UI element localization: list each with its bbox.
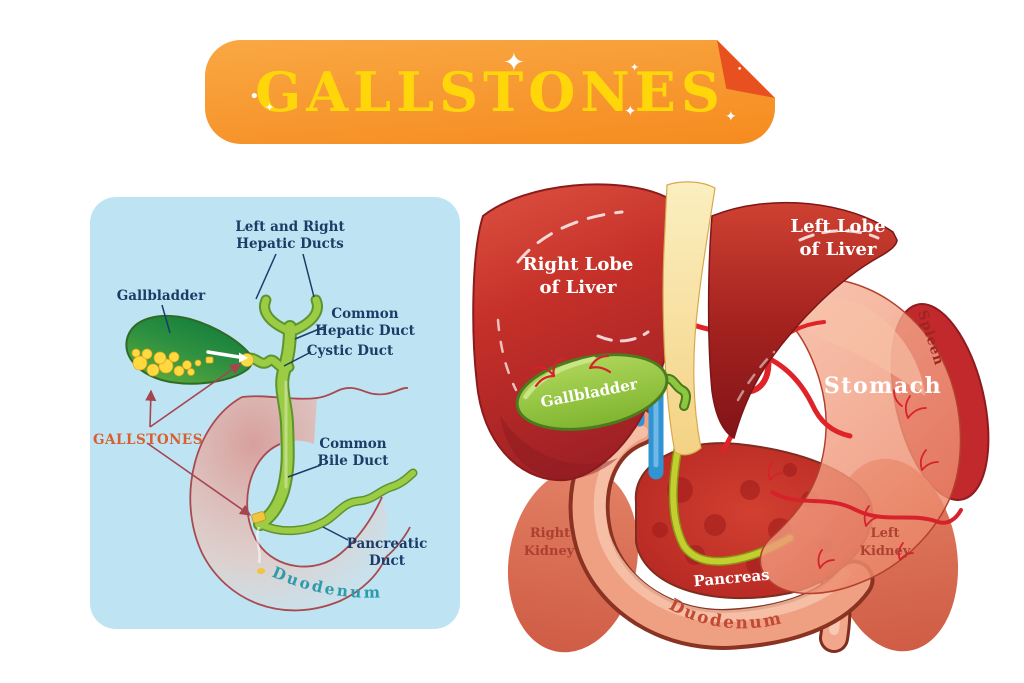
label-common-hepatic-duct: Hepatic Duct	[315, 323, 416, 339]
gallstones-cluster	[131, 348, 254, 377]
label-cystic-duct: Cystic Duct	[307, 343, 394, 359]
liver-highlights	[496, 210, 880, 402]
label-left-kidney: Kidney	[860, 544, 911, 559]
label-hepatic-ducts: Hepatic Ducts	[236, 236, 344, 252]
gallbladder-shape	[125, 314, 254, 385]
label-hepatic-ducts: Left and Right	[235, 219, 345, 235]
label-left-lobe: Left Lobe	[790, 216, 885, 237]
sparkle-icon: •	[737, 65, 743, 75]
label-pancreatic-duct: Duct	[369, 553, 406, 569]
gallbladder-shape	[515, 353, 691, 431]
duodenum-shape	[189, 387, 411, 612]
sparkle-icon: ✦	[503, 48, 525, 78]
label-common-hepatic-duct: Common	[331, 306, 398, 322]
label-gallstones: GALLSTONES	[93, 432, 203, 448]
label-right-lobe: of Liver	[540, 277, 617, 298]
label-right-kidney: Kidney	[524, 544, 575, 559]
duodenum-shape	[568, 405, 875, 650]
vessel-twigs	[767, 389, 939, 569]
sparkle-icon: ✦	[265, 101, 275, 114]
sparkle-icon: •	[249, 86, 260, 107]
label-pancreatic-duct: Pancreatic	[347, 536, 428, 552]
abdominal-organs-illustration: Right Lobe of Liver Left Lobe of Liver G…	[472, 181, 990, 653]
biliary-anatomy-diagram: Left and Right Hepatic Ducts Gallbladder…	[90, 197, 460, 629]
bile-duct-tree-shape	[240, 294, 418, 536]
sparkle-icon: ✦	[624, 102, 637, 120]
label-left-lobe: of Liver	[800, 239, 877, 260]
label-stomach: Stomach	[824, 373, 942, 399]
flow-arrow-icon	[206, 350, 248, 363]
label-right-lobe: Right Lobe	[523, 254, 634, 275]
label-left-kidney: Left	[870, 526, 899, 541]
label-common-bile-duct: Bile Duct	[318, 453, 390, 469]
title-banner: GALLSTONES • ✦ ✦ ✦ ✦ • ✦	[205, 40, 775, 144]
sparkle-icon: ✦	[725, 109, 737, 125]
page-title: GALLSTONES	[255, 60, 725, 124]
label-right-kidney: Right	[530, 526, 570, 541]
left-lobe-shape	[707, 201, 898, 440]
leader-lines	[161, 253, 349, 541]
sparkle-icon: ✦	[630, 61, 640, 74]
gallbladder-vessels	[532, 354, 612, 388]
ampulla-stone-shape	[251, 511, 266, 574]
label-common-bile-duct: Common	[319, 436, 386, 452]
gallstones-pointer-arrows	[145, 363, 252, 516]
stomach-highlight	[800, 299, 925, 396]
splenic-artery-shape	[770, 490, 963, 525]
label-gallbladder: Gallbladder	[117, 288, 206, 304]
falciform-ligament-shape	[662, 181, 716, 456]
